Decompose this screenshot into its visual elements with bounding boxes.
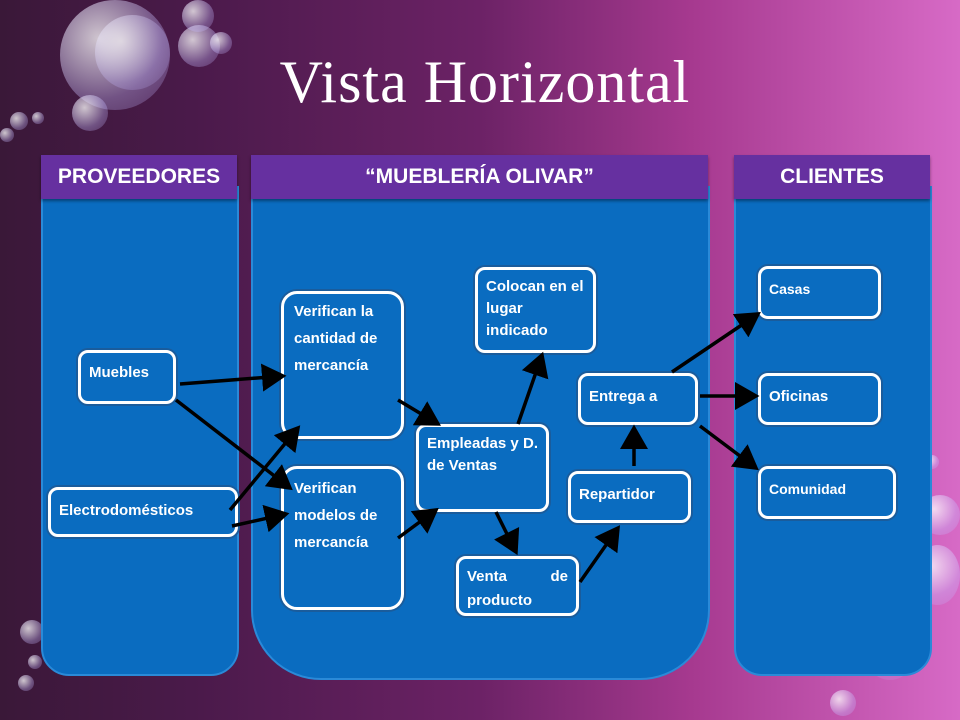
comunidad-node: Comunidad (758, 466, 896, 519)
arrow-modelos-to-empleadas (396, 507, 439, 540)
clientes-header: CLIENTES (734, 155, 930, 199)
bubble-decoration (10, 112, 28, 130)
bubble-decoration (28, 655, 42, 669)
arrow-electro-to-modelos (231, 504, 290, 533)
entrega-node: Entrega a (578, 373, 698, 425)
arrow-muebles-to-cantidad (179, 363, 287, 392)
bubble-decoration (0, 128, 14, 142)
arrow-electro-to-cantidad (228, 425, 301, 512)
arrow-empleadas-to-venta (494, 511, 520, 556)
muebles-node: Muebles (78, 350, 176, 404)
bubble-decoration (830, 690, 856, 716)
proveedores-header: PROVEEDORES (41, 155, 237, 199)
venta-node: Venta de producto (456, 556, 579, 616)
bubble-decoration (95, 15, 170, 90)
verifican-modelos-node: Verifican modelos de mercancía (281, 466, 404, 610)
proveedores-panel (41, 186, 239, 676)
arrow-entrega-to-comunidad (698, 424, 759, 471)
arrow-entrega-to-casas (671, 312, 761, 374)
colocan-node: Colocan en el lugar indicado (475, 267, 596, 353)
arrow-venta-to-repartidor (578, 525, 621, 584)
verifican-cantidad-node: Verifican la cantidad de mercancía (281, 291, 404, 439)
repartidor-node: Repartidor (568, 471, 691, 523)
bubble-decoration (32, 112, 44, 124)
page-title: Vista Horizontal (279, 49, 691, 115)
muebleria-header: “MUEBLERÍA OLIVAR” (251, 155, 708, 199)
arrow-cantidad-to-empleadas (397, 398, 442, 426)
bubble-decoration (72, 95, 108, 131)
electrodomesticos-node: Electrodomésticos (48, 487, 238, 537)
oficinas-node: Oficinas (758, 373, 881, 425)
arrow-muebles-to-modelos (174, 398, 293, 491)
empleadas-node: Empleadas y D. de Ventas (416, 424, 549, 512)
bubble-decoration (20, 620, 44, 644)
casas-node: Casas (758, 266, 881, 319)
bubble-decoration (210, 32, 232, 54)
arrow-empleadas-to-colocan (516, 351, 549, 425)
bubble-decoration (18, 675, 34, 691)
bubble-decoration (182, 0, 214, 32)
